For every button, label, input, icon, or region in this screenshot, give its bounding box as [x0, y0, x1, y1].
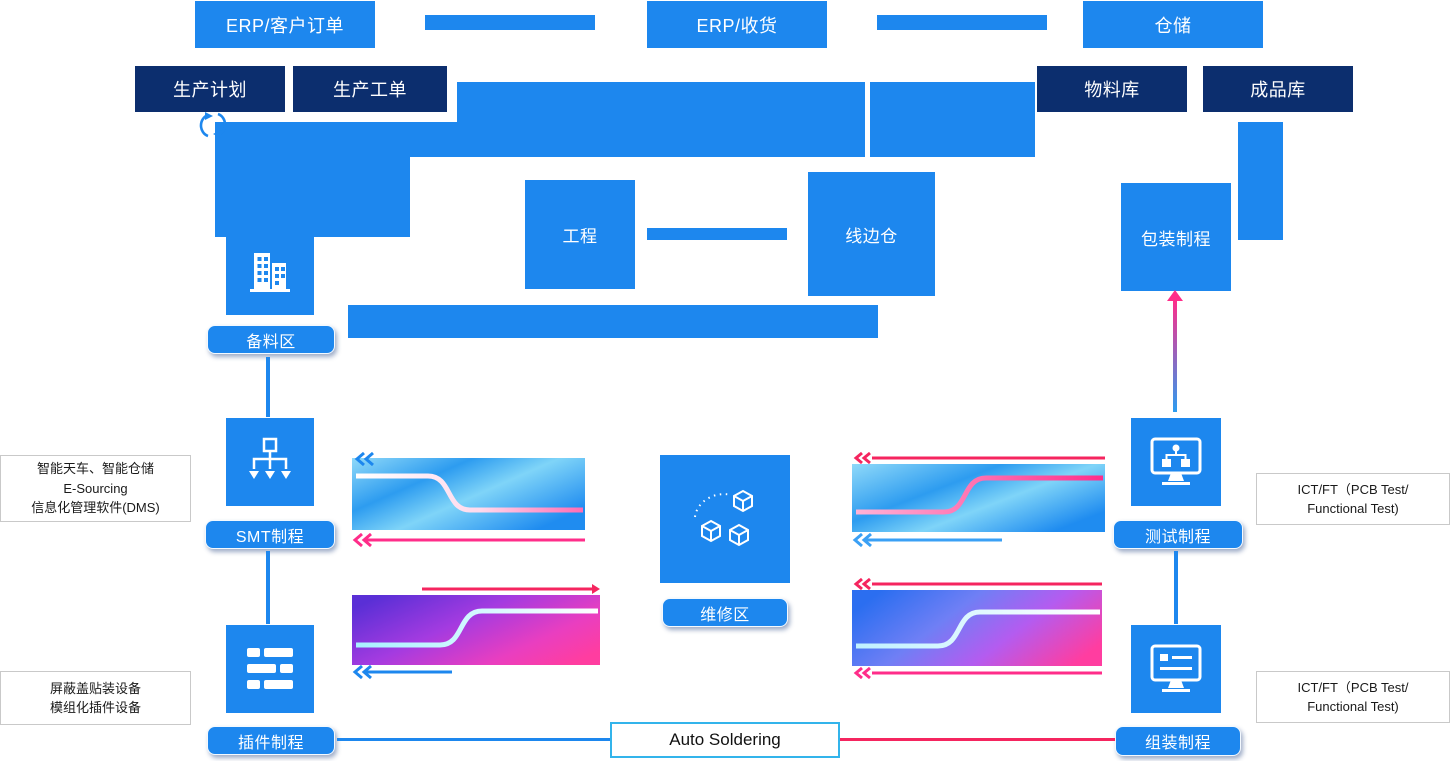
station-assembly-process: 组装制程 — [1115, 726, 1241, 756]
block-finished-store: 成品库 — [1203, 66, 1353, 112]
assembly-icon-block — [1131, 625, 1221, 713]
block-warehouse: 仓储 — [1083, 1, 1263, 48]
flow-bar-top-2 — [877, 15, 1047, 30]
material-prep-icon-block — [226, 227, 314, 315]
block-erp-customer-order: ERP/客户订单 — [195, 1, 375, 48]
connector-smt-tht — [266, 551, 270, 624]
block-material-store: 物料库 — [1037, 66, 1187, 112]
region-rect-right — [870, 82, 1035, 157]
station-repair-area: 维修区 — [662, 598, 788, 627]
sync-cycle-icon — [199, 110, 227, 140]
factory-building-icon — [250, 253, 290, 292]
block-engineering: 工程 — [525, 180, 635, 289]
note-line: Functional Test) — [1307, 501, 1399, 516]
branch-network-icon — [249, 437, 291, 479]
note-line: 智能天车、智能仓储 — [36, 461, 154, 477]
block-erp-receiving: ERP/收货 — [647, 1, 827, 48]
station-material-prep: 备料区 — [207, 325, 335, 354]
smt-icon-block — [226, 418, 314, 506]
region-rect-left — [215, 122, 410, 237]
connector-soldering-assembly — [840, 738, 1115, 741]
component-list-icon — [247, 648, 293, 689]
note-line: E-Sourcing — [63, 480, 128, 496]
note-left-bottom: 屏蔽盖贴装设备 模组化插件设备 — [0, 671, 191, 725]
conveyor-bottom-left — [352, 583, 602, 680]
region-strip-connector — [410, 122, 457, 157]
connector-assembly-test — [1174, 551, 1178, 624]
region-rect-main — [457, 82, 865, 157]
up-arrowhead-icon — [1167, 290, 1183, 301]
tht-icon-block — [226, 625, 314, 713]
monitor-lines-icon — [1150, 644, 1202, 692]
auto-soldering-box: Auto Soldering — [610, 722, 840, 758]
station-smt-process: SMT制程 — [205, 520, 335, 549]
region-strip-finished — [1238, 122, 1283, 240]
note-line: 信息化管理软件(DMS) — [31, 500, 160, 516]
conveyor-bottom-right — [852, 577, 1105, 680]
note-left-top: 智能天车、智能仓储 E-Sourcing 信息化管理软件(DMS) — [0, 455, 191, 522]
note-line: 屏蔽盖贴装设备 — [49, 680, 141, 696]
station-tht-process: 插件制程 — [207, 726, 335, 755]
connector-tht-soldering — [337, 738, 610, 741]
note-line: ICT/FT（PCB Test/ — [1297, 679, 1409, 695]
repair-icon-block — [660, 455, 790, 583]
flow-bar-mid — [647, 228, 787, 240]
conveyor-top-left — [352, 451, 587, 548]
block-packaging-process: 包装制程 — [1121, 183, 1231, 291]
monitor-flowchart-icon — [1150, 437, 1202, 485]
note-right-bottom: ICT/FT（PCB Test/ Functional Test) — [1256, 671, 1450, 723]
note-line: Functional Test) — [1307, 699, 1399, 714]
station-test-process: 测试制程 — [1113, 520, 1243, 549]
note-line: ICT/FT（PCB Test/ — [1297, 481, 1409, 497]
note-right-top: ICT/FT（PCB Test/ Functional Test) — [1256, 473, 1450, 525]
conveyor-top-right — [852, 451, 1107, 548]
connector-test-packaging — [1173, 300, 1177, 412]
stacked-cubes-icon — [694, 489, 753, 547]
block-line-side-warehouse: 线边仓 — [808, 172, 935, 296]
connector-prep-smt — [266, 357, 270, 417]
test-icon-block — [1131, 418, 1221, 506]
block-production-plan: 生产计划 — [135, 66, 285, 112]
block-production-work-order: 生产工单 — [293, 66, 447, 112]
flow-bar-long — [348, 305, 878, 338]
note-line: 模组化插件设备 — [49, 700, 141, 715]
flow-bar-top-1 — [425, 15, 595, 30]
